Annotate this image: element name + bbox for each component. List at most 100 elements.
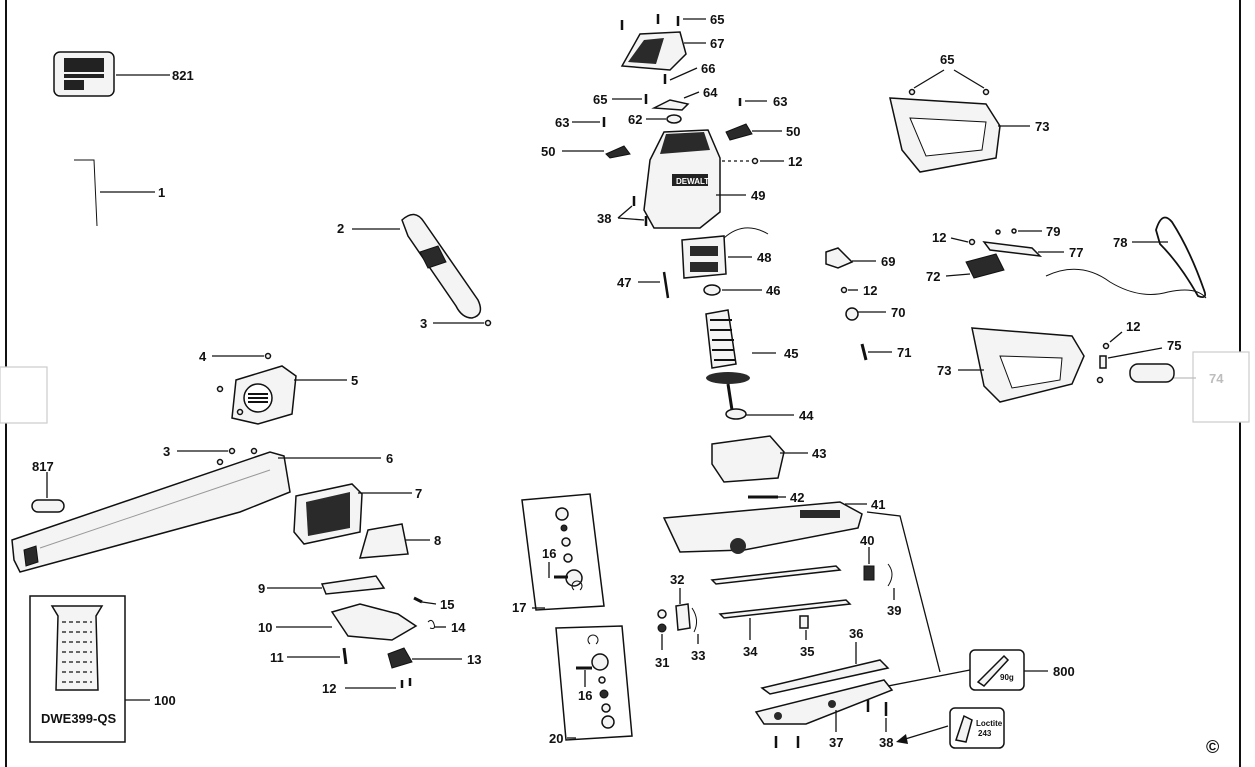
loctite-number: 243 [978,729,992,738]
callout-13: 13 [467,652,481,667]
part-64-clip [651,99,690,111]
callout-2: 2 [337,221,344,236]
callout-48: 48 [757,250,771,265]
callout-50b: 50 [541,144,555,159]
part-13-clamp [387,647,413,669]
part-7-cover [293,483,363,545]
part-35-pin [799,615,809,629]
callout-12d: 12 [932,230,946,245]
part-67-top-cover [620,31,687,71]
callout-5: 5 [351,373,358,388]
part-15-pin [413,596,423,604]
part-40-bushing [863,565,875,581]
callout-12c: 12 [863,283,877,298]
grease-amount: 90g [1000,673,1014,682]
part-3-screw-c [250,447,258,455]
part-31-washer-b [657,623,667,633]
part-44-bearing [725,408,747,420]
part-100-manual-box [29,595,126,743]
callout-38b: 38 [879,735,893,750]
callout-37: 37 [829,735,843,750]
part-20-spindle-assembly-panel [555,625,633,741]
part-45-armature [705,309,750,411]
part-3-screw-b [228,447,236,455]
part-73-handle-half-upper [889,97,1001,173]
leader-800-to-base [887,669,971,687]
part-3-screw-a [484,319,492,327]
callout-34: 34 [743,644,758,659]
leader-loctite-arrow [901,725,949,741]
callout-78: 78 [1113,235,1127,250]
callout-75: 75 [1167,338,1181,353]
callout-65c: 65 [940,52,954,67]
callout-1: 1 [158,185,165,200]
callout-46: 46 [766,283,780,298]
callout-63a: 63 [773,94,787,109]
part-49-motor-housing: DEWALT [643,129,721,229]
part-34-blade-lower [718,599,852,619]
leader-66 [669,67,698,81]
callout-12b: 12 [788,154,802,169]
leader-38a2 [617,217,645,221]
part-12-screw-e [968,238,976,246]
callout-50a: 50 [786,124,800,139]
part-821-label-plate [53,51,115,97]
callout-39: 39 [887,603,901,618]
callout-69: 69 [881,254,895,269]
callout-817: 817 [32,459,54,474]
callout-100: 100 [154,693,176,708]
caption-dwe399-qs: DWE399-QS [41,711,116,726]
leader-38a [617,205,633,219]
part-31-washer-a [657,609,667,619]
part-46-bearing [703,284,721,296]
part-50-brush-holder-b [605,145,631,159]
callout-35: 35 [800,644,814,659]
copyright-symbol: © [1206,737,1219,757]
loctite-insert [949,707,1005,749]
callout-70: 70 [891,305,905,320]
callout-49: 49 [751,188,765,203]
callout-73a: 73 [1035,119,1049,134]
callout-38a: 38 [597,211,611,226]
arrow-head-icon [896,734,908,744]
callout-73b: 73 [937,363,951,378]
part-50-brush-holder-a [725,123,753,141]
callout-33: 33 [691,648,705,663]
leader-12e [1109,331,1123,343]
part-48-field-coil [681,227,769,279]
part-43-fan-guard [711,435,785,483]
part-41-gear-housing [662,501,863,554]
part-17-spindle-assembly-panel [521,493,605,611]
callout-79: 79 [1046,224,1060,239]
part-69-lever [825,247,854,269]
loctite-label: Loctite [976,719,1003,728]
part-47-screw [662,271,670,299]
leader-64 [683,91,700,99]
part-33-clip [691,607,698,633]
callout-12e: 12 [1126,319,1140,334]
part-62-washer [666,114,682,124]
part-11-bolt [342,647,348,665]
callout-14: 14 [451,620,466,635]
leader-65c-a [913,69,945,89]
callout-47: 47 [617,275,631,290]
part-75-nut [1099,355,1107,369]
callout-9: 9 [258,581,265,596]
callout-65b: 65 [593,92,607,107]
callout-16a: 16 [542,546,556,561]
leader-72 [945,273,971,277]
callout-4: 4 [199,349,207,364]
next-page-tab[interactable] [1192,351,1250,423]
part-12-screw-c [751,157,759,165]
callout-12a: 12 [322,681,336,696]
callout-40: 40 [860,533,874,548]
grease-insert [969,649,1025,691]
part-39-clip [887,563,893,587]
callout-6: 6 [386,451,393,466]
prev-page-tab[interactable] [0,366,48,424]
part-2-side-handle [401,213,482,319]
callout-62: 62 [628,112,642,127]
part-5-blade-guard [216,365,297,425]
callout-45: 45 [784,346,798,361]
callout-821: 821 [172,68,194,83]
